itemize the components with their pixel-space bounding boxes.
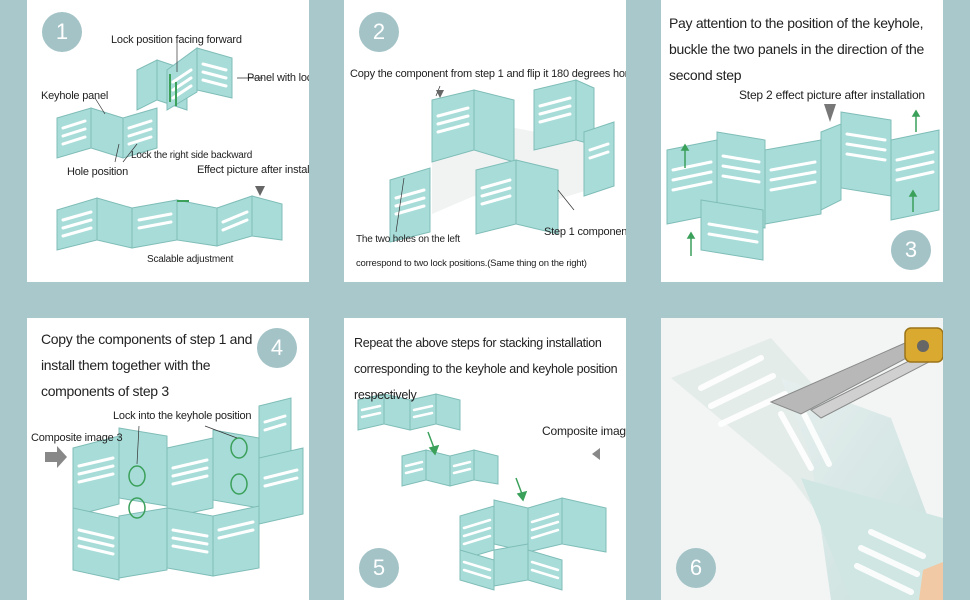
step-2-illustration — [389, 79, 615, 243]
label-lock-forward: Lock position facing forward — [111, 34, 242, 46]
step-4-illustration — [45, 397, 304, 581]
step-3-instruction: Pay attention to the position of the key… — [669, 15, 925, 83]
step-number-badge: 5 — [359, 548, 399, 588]
step-4-instruction: Copy the components of step 1 and instal… — [41, 331, 253, 399]
step-4-panel: Copy the components of step 1 and instal… — [27, 318, 309, 600]
label-composite3: Composite image 3 — [31, 432, 123, 444]
step-number-badge: 6 — [676, 548, 716, 588]
label-correspond: correspond to two lock positions.(Same t… — [356, 258, 587, 269]
step-1-illustration — [56, 42, 283, 251]
effect-text: Effect picture after installation 1 — [197, 164, 309, 176]
step-number-badge: 4 — [257, 328, 297, 368]
step-1-panel: 1 Lock position facing forward Keyhole p… — [27, 0, 309, 282]
label-effect-after: Effect picture after installation 1* — [197, 164, 309, 176]
label-step2-effect: Step 2 effect picture after installation — [739, 88, 925, 102]
step-3-illustration — [666, 104, 940, 261]
label-composite4: Composite image 4 — [542, 424, 626, 438]
label-copy-flip: Copy the component from step 1 and flip … — [350, 68, 626, 80]
label-lock-backward: Lock the right side backward — [131, 150, 253, 161]
step-number-badge: 2 — [359, 12, 399, 52]
step-5-panel: Repeat the above steps for stacking inst… — [344, 318, 626, 600]
step-6-photo — [671, 327, 943, 600]
label-step1-components: Step 1 components — [544, 226, 626, 238]
step-6-panel: 6 — [661, 318, 943, 600]
label-two-holes: The two holes on the left — [356, 234, 460, 245]
label-keyhole-panel: Keyhole panel — [41, 90, 109, 102]
label-scalable: Scalable adjustment — [147, 254, 234, 265]
step-number-badge: 1 — [42, 12, 82, 52]
label-panel-with-lock: Panel with lock — [247, 72, 309, 84]
step-3-panel: Pay attention to the position of the key… — [661, 0, 943, 282]
step-number-badge: 3 — [891, 230, 931, 270]
step-5-illustration — [357, 393, 610, 591]
step-5-instruction: Repeat the above steps for stacking inst… — [354, 336, 618, 402]
label-lock-into: Lock into the keyhole position — [113, 410, 252, 422]
step-2-panel: 2 Copy the component from step 1 and fli… — [344, 0, 626, 282]
label-hole-position: Hole position — [67, 166, 128, 178]
